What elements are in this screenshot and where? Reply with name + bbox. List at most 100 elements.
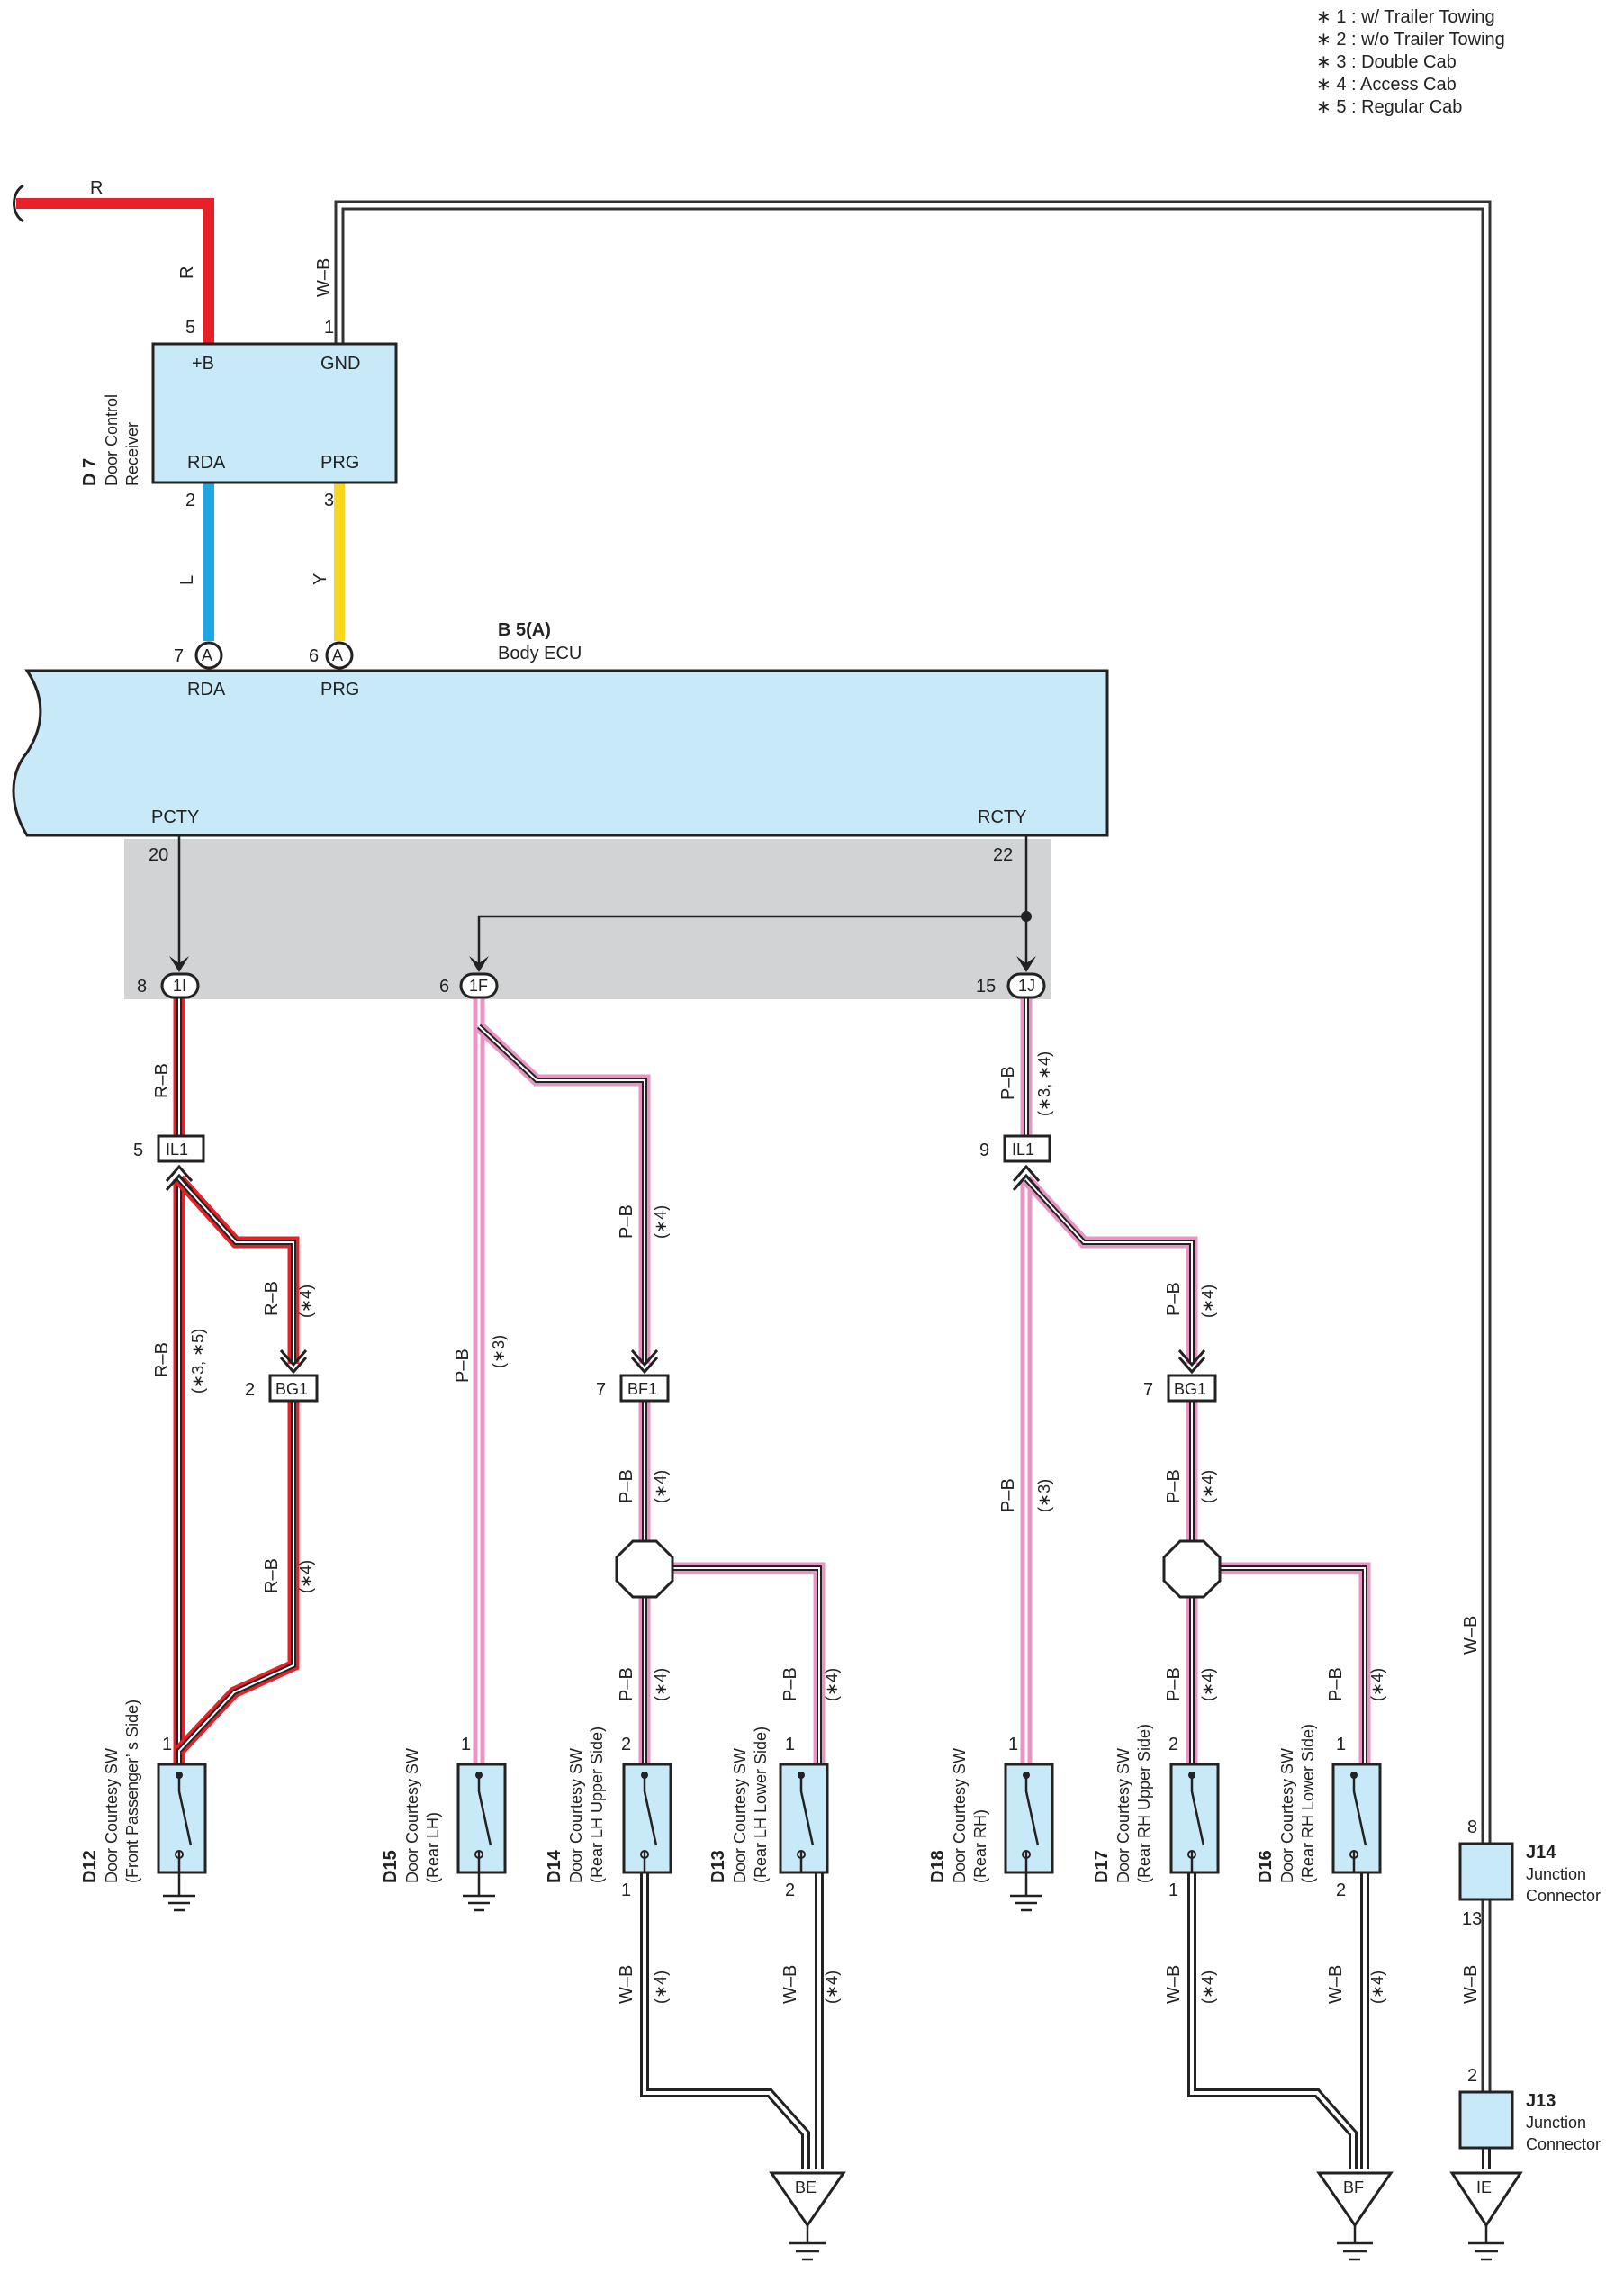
connector-il1-right-pin: 9 [979, 1141, 989, 1160]
switch-d17-label1: Door Courtesy SW [1114, 1748, 1132, 1883]
wb-ground-wire-inner [337, 203, 1489, 2097]
note-5: ∗ 5 : Regular Cab [1316, 97, 1462, 117]
d7-pin-num-prg: 3 [324, 491, 334, 510]
ecu-pin-label-rcty: RCTY [978, 807, 1026, 827]
wire-color-wb-right: W–B [1461, 1616, 1481, 1655]
ecu-connector-a-rda [194, 641, 223, 670]
d7-name-line1: Door Control [103, 394, 121, 486]
wire-note-pb-bf1-low: (∗4) [652, 1470, 670, 1503]
wire-color-wb-d14: W–B [617, 1965, 636, 2004]
d7-pin-num-gnd: 1 [324, 318, 334, 338]
switch-d14-pin-bottom: 1 [621, 1881, 631, 1900]
switch-d18-code: D18 [928, 1850, 948, 1883]
note-4: ∗ 4 : Access Cab [1316, 75, 1457, 95]
ecu-pin-num-rda: 7 [174, 646, 184, 666]
wire-color-pb-d15: P–B [453, 1348, 473, 1383]
bg1-right-double-arrow [1177, 1349, 1206, 1375]
wire-color-wb-top: W–B [314, 258, 334, 297]
switch-d14-label1: Door Courtesy SW [567, 1748, 585, 1883]
connector-bg1-left [268, 1374, 319, 1403]
switch-d15-label2: (Rear LH) [424, 1812, 442, 1883]
wire-note-pb-d13: (∗4) [823, 1668, 841, 1701]
wire-note-wb-d16: (∗4) [1368, 1971, 1386, 2004]
switch-d16-pin-bottom: 2 [1336, 1881, 1346, 1900]
ecu-name: Body ECU [498, 644, 582, 663]
wire-note-pb-d17: (∗4) [1199, 1668, 1217, 1701]
switch-d13-label1: Door Courtesy SW [731, 1748, 749, 1883]
pb-harness-left [473, 997, 826, 1764]
il1-left-double-arrow [165, 1164, 194, 1191]
splice-left [615, 1539, 674, 1599]
arrow-1i [169, 956, 189, 972]
connector-bf1-label: BF1 [627, 1380, 657, 1398]
switch-d13-pin-bottom: 2 [785, 1881, 795, 1900]
j14-pin-top: 8 [1467, 1817, 1477, 1837]
wire-color-pb-d13: P–B [780, 1667, 800, 1701]
connector-1f-label: 1F [469, 977, 488, 995]
ecu-conn-letter-prg: A [332, 646, 343, 664]
connector-1i-pin: 8 [137, 977, 147, 997]
wire-note-pb-d16: (∗4) [1368, 1668, 1386, 1701]
door-control-receiver-box [151, 342, 398, 484]
switch-d14-pin-top: 2 [621, 1735, 631, 1754]
switch-d13 [779, 1763, 829, 1874]
connector-il1-right-label: IL1 [1012, 1141, 1034, 1159]
wire-note-pb-d14: (∗4) [652, 1668, 670, 1701]
connector-1j [1006, 972, 1046, 999]
wire-color-rb-top: R–B [152, 1063, 172, 1098]
switch-d15-code: D15 [381, 1850, 401, 1883]
wire-note-pb-d15: (∗3) [490, 1335, 508, 1368]
wire-color-pb-d16: P–B [1326, 1667, 1346, 1701]
arrow-1f [469, 956, 489, 972]
ground-be-label: BE [795, 2178, 817, 2196]
wire-note-wb-d17: (∗4) [1199, 1971, 1217, 2004]
connector-1j-label: 1J [1018, 977, 1035, 995]
wb-ground-harness-left [640, 1872, 824, 2169]
switch-d14-label2: (Rear LH Upper Side) [588, 1727, 606, 1883]
ecu-conn-letter-rda: A [202, 646, 212, 664]
body-ecu-box [12, 669, 1109, 837]
ecu-pin-label-rda: RDA [187, 680, 226, 699]
connector-il1-right [1003, 1134, 1051, 1163]
wire-color-pb-d18: P–B [998, 1478, 1018, 1512]
switch-d13-label2: (Rear LH Lower Side) [752, 1727, 770, 1883]
ground-point-be [769, 2171, 846, 2261]
wire-color-pb-bf1: P–B [617, 1204, 636, 1239]
switch-d17-pin-top: 2 [1168, 1735, 1178, 1754]
ecu-pin-num-prg: 6 [309, 646, 319, 666]
switch-d18-label1: Door Courtesy SW [951, 1748, 969, 1883]
rb-harness [173, 997, 300, 1764]
wire-note-pb-bf1: (∗4) [652, 1205, 670, 1239]
wire-color-y: Y [311, 573, 330, 585]
d7-pin-num-b: 5 [185, 318, 195, 338]
switch-d13-code: D13 [708, 1850, 728, 1883]
wire-color-pb-bg1r-low: P–B [1164, 1469, 1184, 1503]
switch-d16-label1: Door Courtesy SW [1278, 1748, 1296, 1883]
j13-pin-top: 2 [1467, 2066, 1477, 2086]
connector-1i [160, 972, 200, 999]
connector-1j-pin: 15 [976, 977, 996, 997]
note-3: ∗ 3 : Double Cab [1316, 52, 1457, 72]
switch-d13-pin-top: 1 [785, 1735, 795, 1754]
j14-name-line2: Connector [1526, 1887, 1601, 1905]
d7-pin-label-prg: PRG [320, 453, 359, 473]
connector-il1-left-label: IL1 [166, 1141, 188, 1159]
connector-1f [459, 972, 499, 999]
bg1-left-double-arrow [279, 1349, 308, 1375]
connector-bg1-left-label: BG1 [275, 1380, 308, 1398]
switch-d12-label1: Door Courtesy SW [103, 1748, 121, 1883]
rcty-splice-dot [1021, 911, 1032, 922]
switch-d17-pin-bottom: 1 [1168, 1881, 1178, 1900]
ecu-pin-label-prg: PRG [320, 680, 359, 699]
connector-1i-label: 1I [173, 977, 186, 995]
wire-color-l: L [177, 575, 197, 585]
il1-right-double-arrow [1012, 1164, 1041, 1191]
switch-d17-code: D17 [1092, 1850, 1112, 1883]
switch-d14 [622, 1763, 672, 1874]
j14-name-line1: Junction [1526, 1865, 1586, 1883]
connector-il1-left [157, 1134, 205, 1163]
wire-color-pb-d17: P–B [1164, 1667, 1184, 1701]
switch-d15-pin-top: 1 [461, 1735, 471, 1754]
rcty-internal-wire [477, 835, 1028, 970]
d7-pin-label-b: +B [192, 354, 214, 374]
